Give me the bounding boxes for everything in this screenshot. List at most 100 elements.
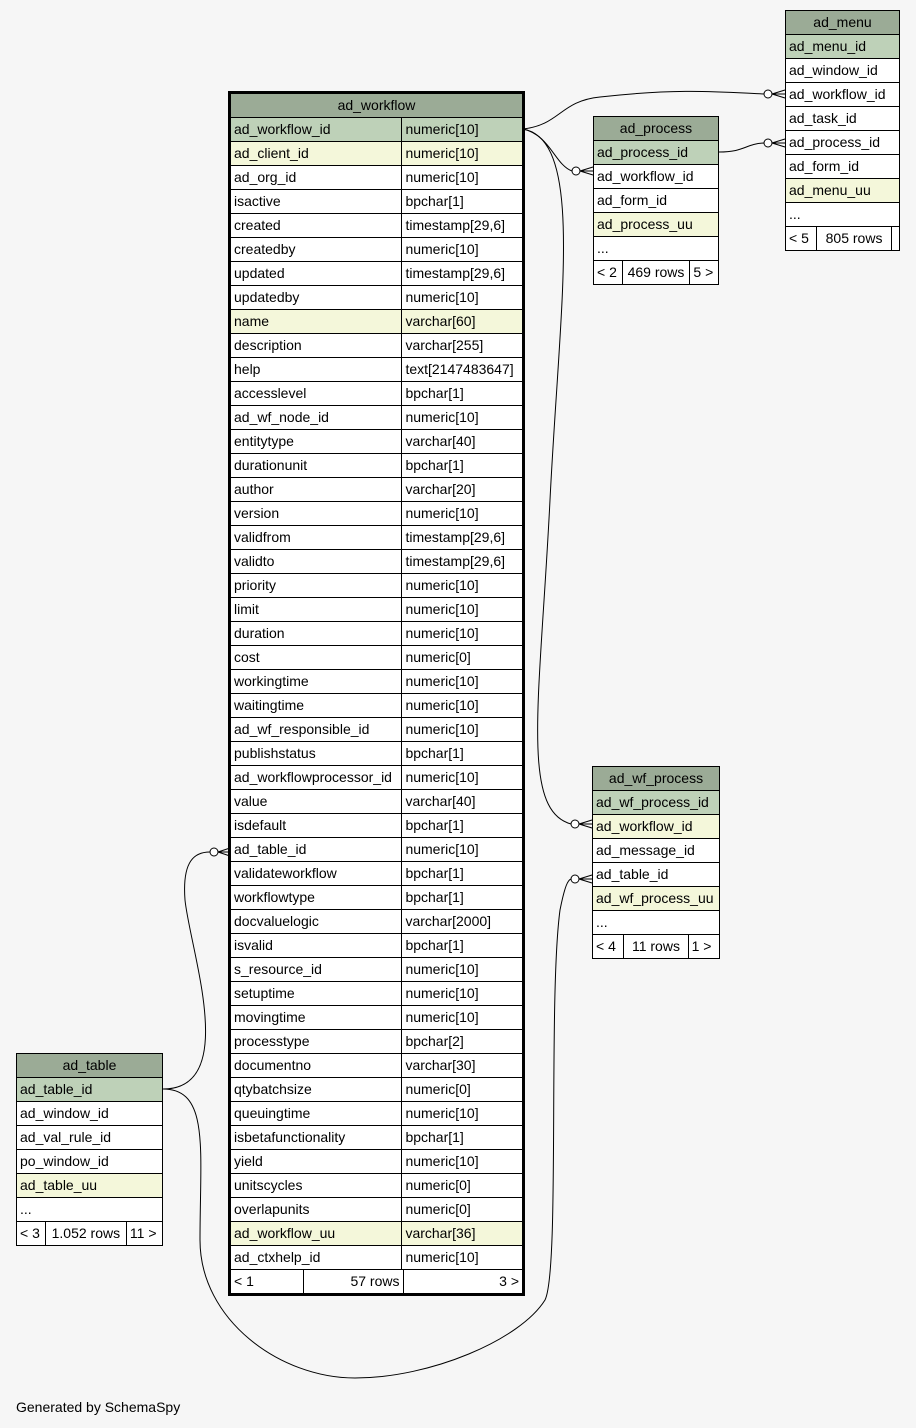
table-title[interactable]: ad_wf_process [592,766,720,791]
column-name[interactable]: ad_wf_node_id [229,405,403,430]
column-row[interactable]: ad_val_rule_id [16,1125,163,1150]
table-title[interactable]: ad_process [593,116,719,141]
column-row[interactable]: ad_message_id [592,838,720,863]
column-name[interactable]: ad_task_id [785,106,900,131]
column-name[interactable]: documentno [229,1053,403,1078]
column-row[interactable]: ad_wf_process_uu [592,886,720,911]
column-name[interactable]: overlapunits [229,1197,403,1222]
column-row[interactable]: ad_menu_id [785,34,900,59]
footer-left[interactable]: < 4 [591,934,625,959]
column-row[interactable]: ad_workflow_id [785,82,900,107]
footer-right[interactable]: 3 > [499,1273,519,1289]
column-name[interactable]: ad_wf_process_id [592,790,720,815]
column-name[interactable]: ad_table_id [16,1077,163,1102]
column-row[interactable]: ... [785,202,900,227]
column-row[interactable]: ... [592,910,720,935]
column-name[interactable]: publishstatus [229,741,403,766]
column-name[interactable]: queuingtime [229,1101,403,1126]
column-row[interactable]: ad_window_id [16,1101,163,1126]
footer-right[interactable]: 11 > [125,1221,164,1246]
column-name[interactable]: movingtime [229,1005,403,1030]
column-name[interactable]: isactive [229,189,403,214]
column-name[interactable]: ... [592,910,720,935]
column-name[interactable]: ad_val_rule_id [16,1125,163,1150]
column-name[interactable]: validateworkflow [229,861,403,886]
column-row[interactable]: ad_menu_uu [785,178,900,203]
column-name[interactable]: workingtime [229,669,403,694]
column-name[interactable]: po_window_id [16,1149,163,1174]
column-name[interactable]: workflowtype [229,885,403,910]
table-title[interactable]: ad_menu [785,10,900,35]
column-name[interactable]: ad_workflow_uu [229,1221,403,1246]
column-row[interactable]: ad_workflow_id [592,814,720,839]
column-name[interactable]: yield [229,1149,403,1174]
column-name[interactable]: ad_process_id [785,130,900,155]
column-name[interactable]: cost [229,645,403,670]
column-name[interactable]: setuptime [229,981,403,1006]
column-name[interactable]: ad_form_id [593,188,719,213]
table-title[interactable]: ad_table [16,1053,163,1078]
column-name[interactable]: ad_menu_id [785,34,900,59]
column-name[interactable]: s_resource_id [229,957,403,982]
column-row[interactable]: ad_table_id [592,862,720,887]
column-name[interactable]: version [229,501,403,526]
column-name[interactable]: limit [229,597,403,622]
column-name[interactable]: ad_wf_process_uu [592,886,720,911]
column-name[interactable]: description [229,333,403,358]
column-name[interactable]: ad_workflow_id [229,117,403,142]
column-name[interactable]: ad_form_id [785,154,900,179]
column-name[interactable]: value [229,789,403,814]
column-row[interactable]: ad_form_id [785,154,900,179]
column-name[interactable]: ad_workflow_id [593,164,719,189]
column-name[interactable]: accesslevel [229,381,403,406]
column-name[interactable]: ad_workflowprocessor_id [229,765,403,790]
footer-left[interactable]: < 3 [16,1221,46,1246]
column-name[interactable]: ad_ctxhelp_id [229,1245,403,1270]
column-name[interactable]: ad_table_id [592,862,720,887]
column-name[interactable]: ad_workflow_id [785,82,900,107]
column-name[interactable]: waitingtime [229,693,403,718]
column-row[interactable]: ad_wf_process_id [592,790,720,815]
